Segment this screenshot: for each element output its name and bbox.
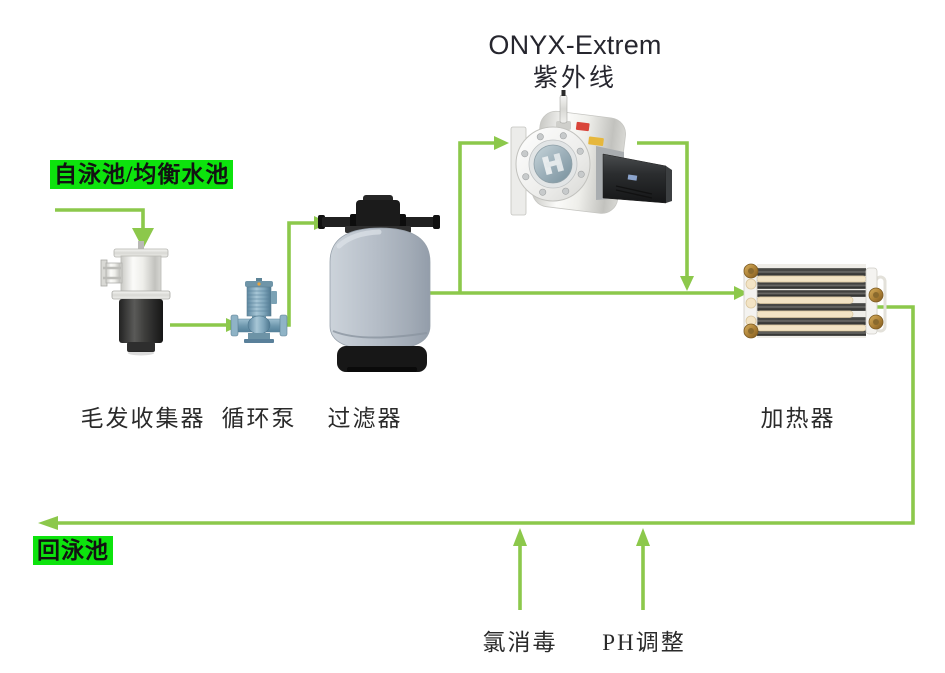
chlorine-label: 氯消毒 [482, 630, 558, 655]
arrow-from-uv-down [680, 276, 694, 291]
heater-label: 加热器 [760, 406, 836, 431]
uv-subtitle: 紫外线 [532, 65, 617, 92]
uv-unit-graphic [510, 90, 672, 216]
hair-collector-label: 毛发收集器 [80, 406, 206, 431]
arrow-into-uv [494, 136, 509, 150]
pump-label: 循环泵 [221, 406, 297, 431]
source-label: 自泳池/均衡水池 [50, 160, 234, 189]
arrow-into-heater [734, 286, 748, 300]
ph-label: PH调整 [602, 630, 686, 655]
circulation-pump-graphic [230, 278, 288, 343]
arrow-return-to-pool [38, 516, 58, 530]
heater-graphic [743, 263, 887, 339]
hair-collector-graphic [100, 241, 171, 356]
flow-lines [38, 136, 915, 610]
arrow-ph-dosing [636, 528, 650, 546]
filter-graphic [318, 195, 440, 372]
arrow-chlorine-dosing [513, 528, 527, 546]
return-label: 回泳池 [33, 536, 113, 565]
filter-label: 过滤器 [327, 406, 403, 431]
uv-title: ONYX-Extrem [488, 30, 662, 60]
arrow-into-hair-collector [132, 228, 154, 249]
